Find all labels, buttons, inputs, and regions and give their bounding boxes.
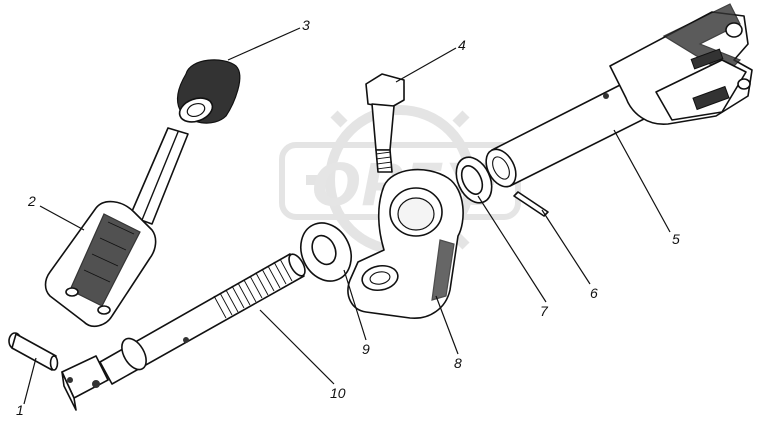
leader-5 (613, 129, 671, 233)
part-6-small-pin (513, 191, 549, 217)
leader-9 (343, 269, 367, 341)
part-7-washer (455, 156, 493, 204)
callout-10: 10 (330, 385, 346, 401)
callout-numbers: 1 2 3 4 5 6 7 8 9 10 (16, 17, 680, 418)
leader-8 (435, 295, 459, 355)
leader-lines (23, 27, 671, 405)
callout-8: 8 (454, 355, 462, 371)
leader-2 (39, 205, 85, 231)
leader-1 (23, 357, 37, 405)
leader-3 (227, 27, 301, 61)
callout-7: 7 (540, 303, 549, 319)
callout-2: 2 (27, 193, 36, 209)
callout-3: 3 (302, 17, 310, 33)
leader-10 (259, 309, 335, 385)
callout-6: 6 (590, 285, 598, 301)
leader-6 (541, 209, 591, 285)
part-2-lever (44, 127, 189, 328)
part-1-pin (8, 332, 59, 371)
callout-1: 1 (16, 402, 24, 418)
part-10-threaded-rod (61, 253, 306, 411)
leader-7 (477, 195, 547, 303)
part-5-tube (485, 3, 753, 188)
part-8-bracket (347, 168, 464, 319)
callout-9: 9 (362, 341, 370, 357)
part-3-knob (176, 59, 241, 124)
callout-4: 4 (458, 37, 466, 53)
part-9-washer (300, 222, 352, 282)
leader-4 (395, 47, 457, 83)
part-4-bolt (365, 73, 405, 173)
callout-5: 5 (672, 231, 680, 247)
